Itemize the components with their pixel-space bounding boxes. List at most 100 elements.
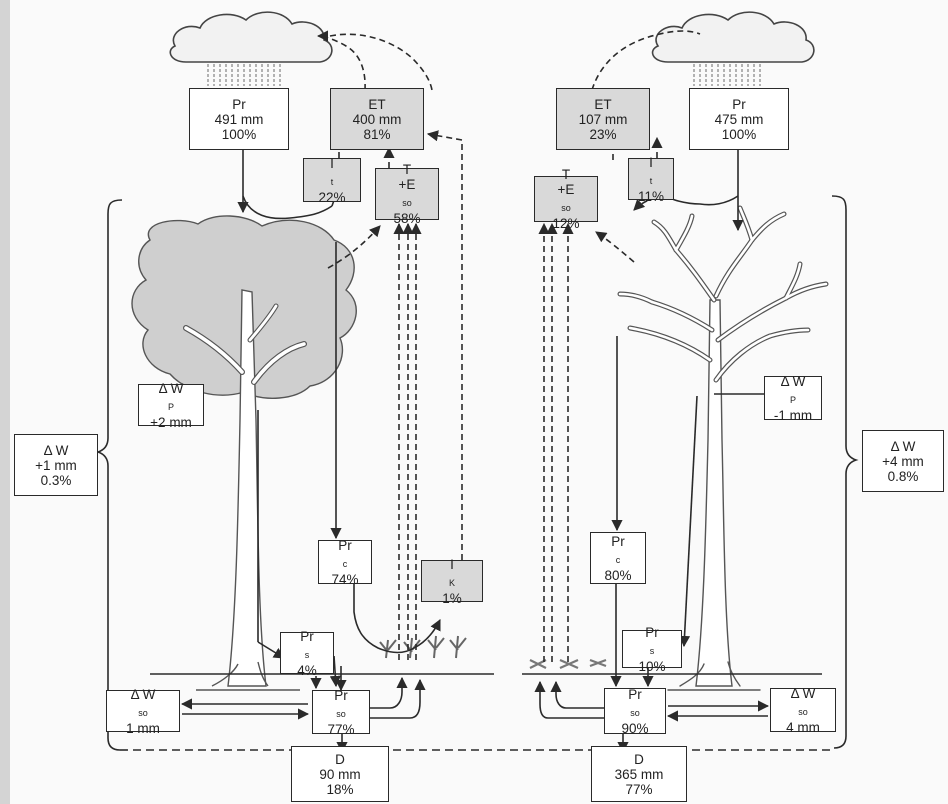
left-drainage-box: D 90 mm 18% — [291, 746, 389, 802]
left-grass-interception-box: IK 1% — [421, 560, 483, 602]
right-te-a: T — [558, 167, 575, 182]
right-te-sub: so — [561, 203, 571, 213]
right-d-pct: 77% — [625, 782, 652, 797]
right-soil-input-box: Pr so 90% — [604, 688, 666, 734]
left-ik-sub: K — [449, 578, 455, 588]
left-dwso-amount: 1 mm — [126, 721, 160, 736]
right-dwso-sub: so — [798, 707, 808, 717]
right-dwp-amount: -1 mm — [774, 408, 812, 423]
left-pr-pct: 100% — [222, 127, 257, 142]
left-prso-pct: 77% — [327, 722, 354, 737]
left-d-amount: 90 mm — [319, 767, 360, 782]
right-dw-amount: +4 mm — [882, 454, 924, 469]
right-dw-label: Δ W — [891, 439, 916, 454]
right-dwp-sub: P — [790, 395, 796, 405]
right-throughfall-box: Pr c 80% — [590, 532, 646, 584]
right-et-pct: 23% — [589, 127, 616, 142]
left-prso-label: Pr — [334, 688, 348, 703]
right-te-b: +E — [558, 182, 575, 197]
left-et-box: ET 400 mm 81% — [330, 88, 424, 150]
left-dwso-label: Δ W — [131, 687, 156, 702]
left-precipitation-box: Pr 491 mm 100% — [189, 88, 289, 150]
right-prs-sub: s — [650, 646, 655, 656]
left-dwp-label: Δ W — [159, 381, 184, 396]
left-pr-label: Pr — [232, 97, 246, 112]
right-pr-label: Pr — [732, 97, 746, 112]
evergreen-tree — [132, 216, 356, 690]
right-soil-storage-box: Δ W so 4 mm — [770, 688, 836, 732]
left-te-pct: 58% — [393, 211, 420, 226]
left-prso-sub: so — [336, 709, 346, 719]
right-prso-label: Pr — [628, 687, 642, 702]
right-et-box: ET 107 mm 23% — [556, 88, 650, 150]
left-dwp-sub: P — [168, 402, 174, 412]
left-prc-label: Pr — [338, 538, 352, 553]
right-precipitation-box: Pr 475 mm 100% — [689, 88, 789, 150]
right-dw-pct: 0.8% — [888, 469, 919, 484]
right-transpiration-box: T+Eso 12% — [534, 176, 598, 222]
right-d-amount: 365 mm — [615, 767, 664, 782]
right-te-pct: 12% — [552, 216, 579, 231]
right-it-label: I — [649, 155, 653, 170]
right-total-storage-box: Δ W +4 mm 0.8% — [862, 430, 944, 492]
left-pr-amount: 491 mm — [215, 112, 264, 127]
left-it-pct: 22% — [318, 190, 345, 205]
right-et-amount: 107 mm — [579, 112, 628, 127]
deciduous-tree — [620, 208, 826, 690]
right-prc-label: Pr — [611, 534, 625, 549]
left-prs-pct: 4% — [297, 663, 317, 678]
left-ik-pct: 1% — [442, 591, 462, 606]
left-et-label: ET — [368, 97, 385, 112]
right-prc-pct: 80% — [604, 568, 631, 583]
left-dwso-sub: so — [138, 708, 148, 718]
cloud-rain-icon-right — [653, 12, 814, 86]
left-it-sub: t — [331, 177, 334, 187]
left-brace — [98, 200, 122, 750]
right-dwso-label: Δ W — [791, 686, 816, 701]
right-prso-pct: 90% — [621, 721, 648, 736]
right-prs-label: Pr — [645, 625, 659, 640]
right-it-pct: 11% — [638, 189, 664, 204]
left-dw-label: Δ W — [44, 443, 69, 458]
left-throughfall-box: Pr c 74% — [318, 540, 372, 584]
right-et-label: ET — [594, 97, 611, 112]
left-prc-pct: 74% — [331, 572, 358, 587]
left-dwp-amount: +2 mm — [150, 415, 192, 430]
left-prs-label: Pr — [300, 629, 314, 644]
right-pr-pct: 100% — [722, 127, 757, 142]
right-prso-sub: so — [630, 708, 640, 718]
left-total-storage-box: Δ W +1 mm 0.3% — [14, 434, 98, 496]
right-prc-sub: c — [616, 555, 621, 565]
left-et-amount: 400 mm — [353, 112, 402, 127]
left-prc-sub: c — [343, 559, 348, 569]
left-te-sub: so — [402, 198, 412, 208]
left-soil-input-box: Pr so 77% — [312, 690, 370, 734]
right-pr-amount: 475 mm — [715, 112, 764, 127]
left-dw-pct: 0.3% — [41, 473, 72, 488]
left-d-pct: 18% — [326, 782, 353, 797]
left-d-label: D — [335, 752, 345, 767]
right-prs-pct: 10% — [638, 659, 665, 674]
left-te-a: T — [399, 162, 416, 177]
right-brace — [832, 196, 856, 748]
left-dw-amount: +1 mm — [35, 458, 77, 473]
right-dwso-amount: 4 mm — [786, 720, 820, 735]
left-it-label: I — [330, 156, 334, 171]
grass-tuft — [380, 636, 466, 658]
cloud-rain-icon-left — [170, 12, 332, 86]
right-drainage-box: D 365 mm 77% — [591, 746, 687, 802]
right-d-label: D — [634, 752, 644, 767]
right-it-sub: t — [650, 176, 653, 186]
left-ik-label: I — [449, 557, 455, 572]
left-et-pct: 81% — [363, 127, 390, 142]
left-te-b: +E — [399, 177, 416, 192]
